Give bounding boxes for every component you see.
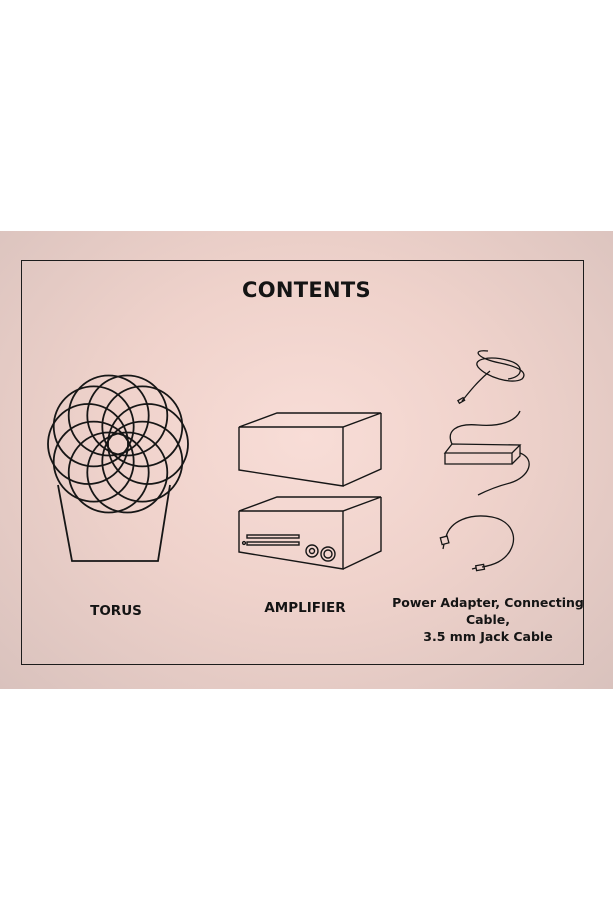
torus-ring: [67, 431, 150, 514]
amplifier-icon: [238, 412, 382, 570]
torus-ring: [52, 385, 135, 468]
torus-ring: [101, 385, 184, 468]
cables-label-line2: 3.5 mm Jack Cable: [423, 629, 553, 644]
cables-label-line1: Power Adapter, Connecting Cable,: [392, 595, 584, 627]
cables-icon: [439, 350, 530, 572]
torus-ring: [47, 403, 129, 485]
amplifier-label: AMPLIFIER: [264, 600, 346, 616]
torus-ring: [107, 403, 189, 485]
contents-frame: [21, 260, 584, 665]
torus-icon: [47, 374, 189, 562]
torus-ring: [86, 374, 169, 457]
torus-ring: [52, 420, 135, 503]
torus-ring: [67, 374, 150, 457]
torus-label: TORUS: [90, 603, 142, 619]
cables-label: Power Adapter, Connecting Cable, 3.5 mm …: [388, 594, 588, 645]
torus-ring: [101, 420, 184, 503]
torus-ring: [86, 431, 169, 514]
page-title: CONTENTS: [242, 278, 371, 302]
contents-card: CONTENTS: [0, 231, 613, 689]
